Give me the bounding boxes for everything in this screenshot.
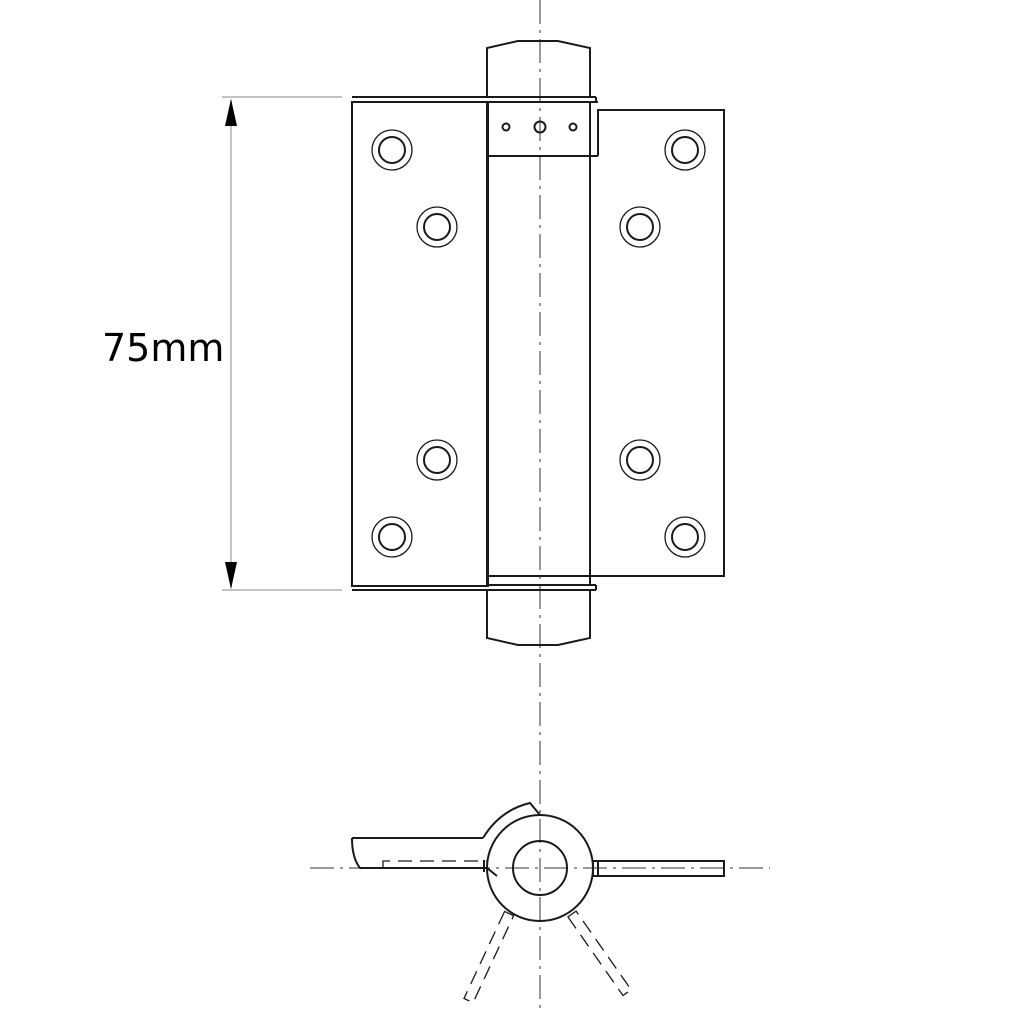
spring-barrel [486,40,620,646]
screw-hole-icon [664,129,706,171]
right-leaf [590,109,725,577]
adjust-hole-right [568,122,578,132]
adjust-hole-center [533,120,547,134]
top-view [310,801,770,1004]
screw-holes [371,129,706,558]
screw-hole-icon [416,206,458,248]
barrel-inner [512,840,568,896]
screw-hole-icon [619,206,661,248]
screw-hole-icon [619,439,661,481]
screw-hole-icon [664,516,706,558]
swing-left [463,910,515,1004]
dimension-label: 75mm [102,326,224,370]
screw-hole-icon [371,129,413,171]
swing-right [566,910,633,997]
screw-hole-icon [371,516,413,558]
screw-hole-icon [416,439,458,481]
left-leaf [351,96,597,591]
height-dimension [222,96,342,591]
adjust-hole-left [501,122,511,132]
